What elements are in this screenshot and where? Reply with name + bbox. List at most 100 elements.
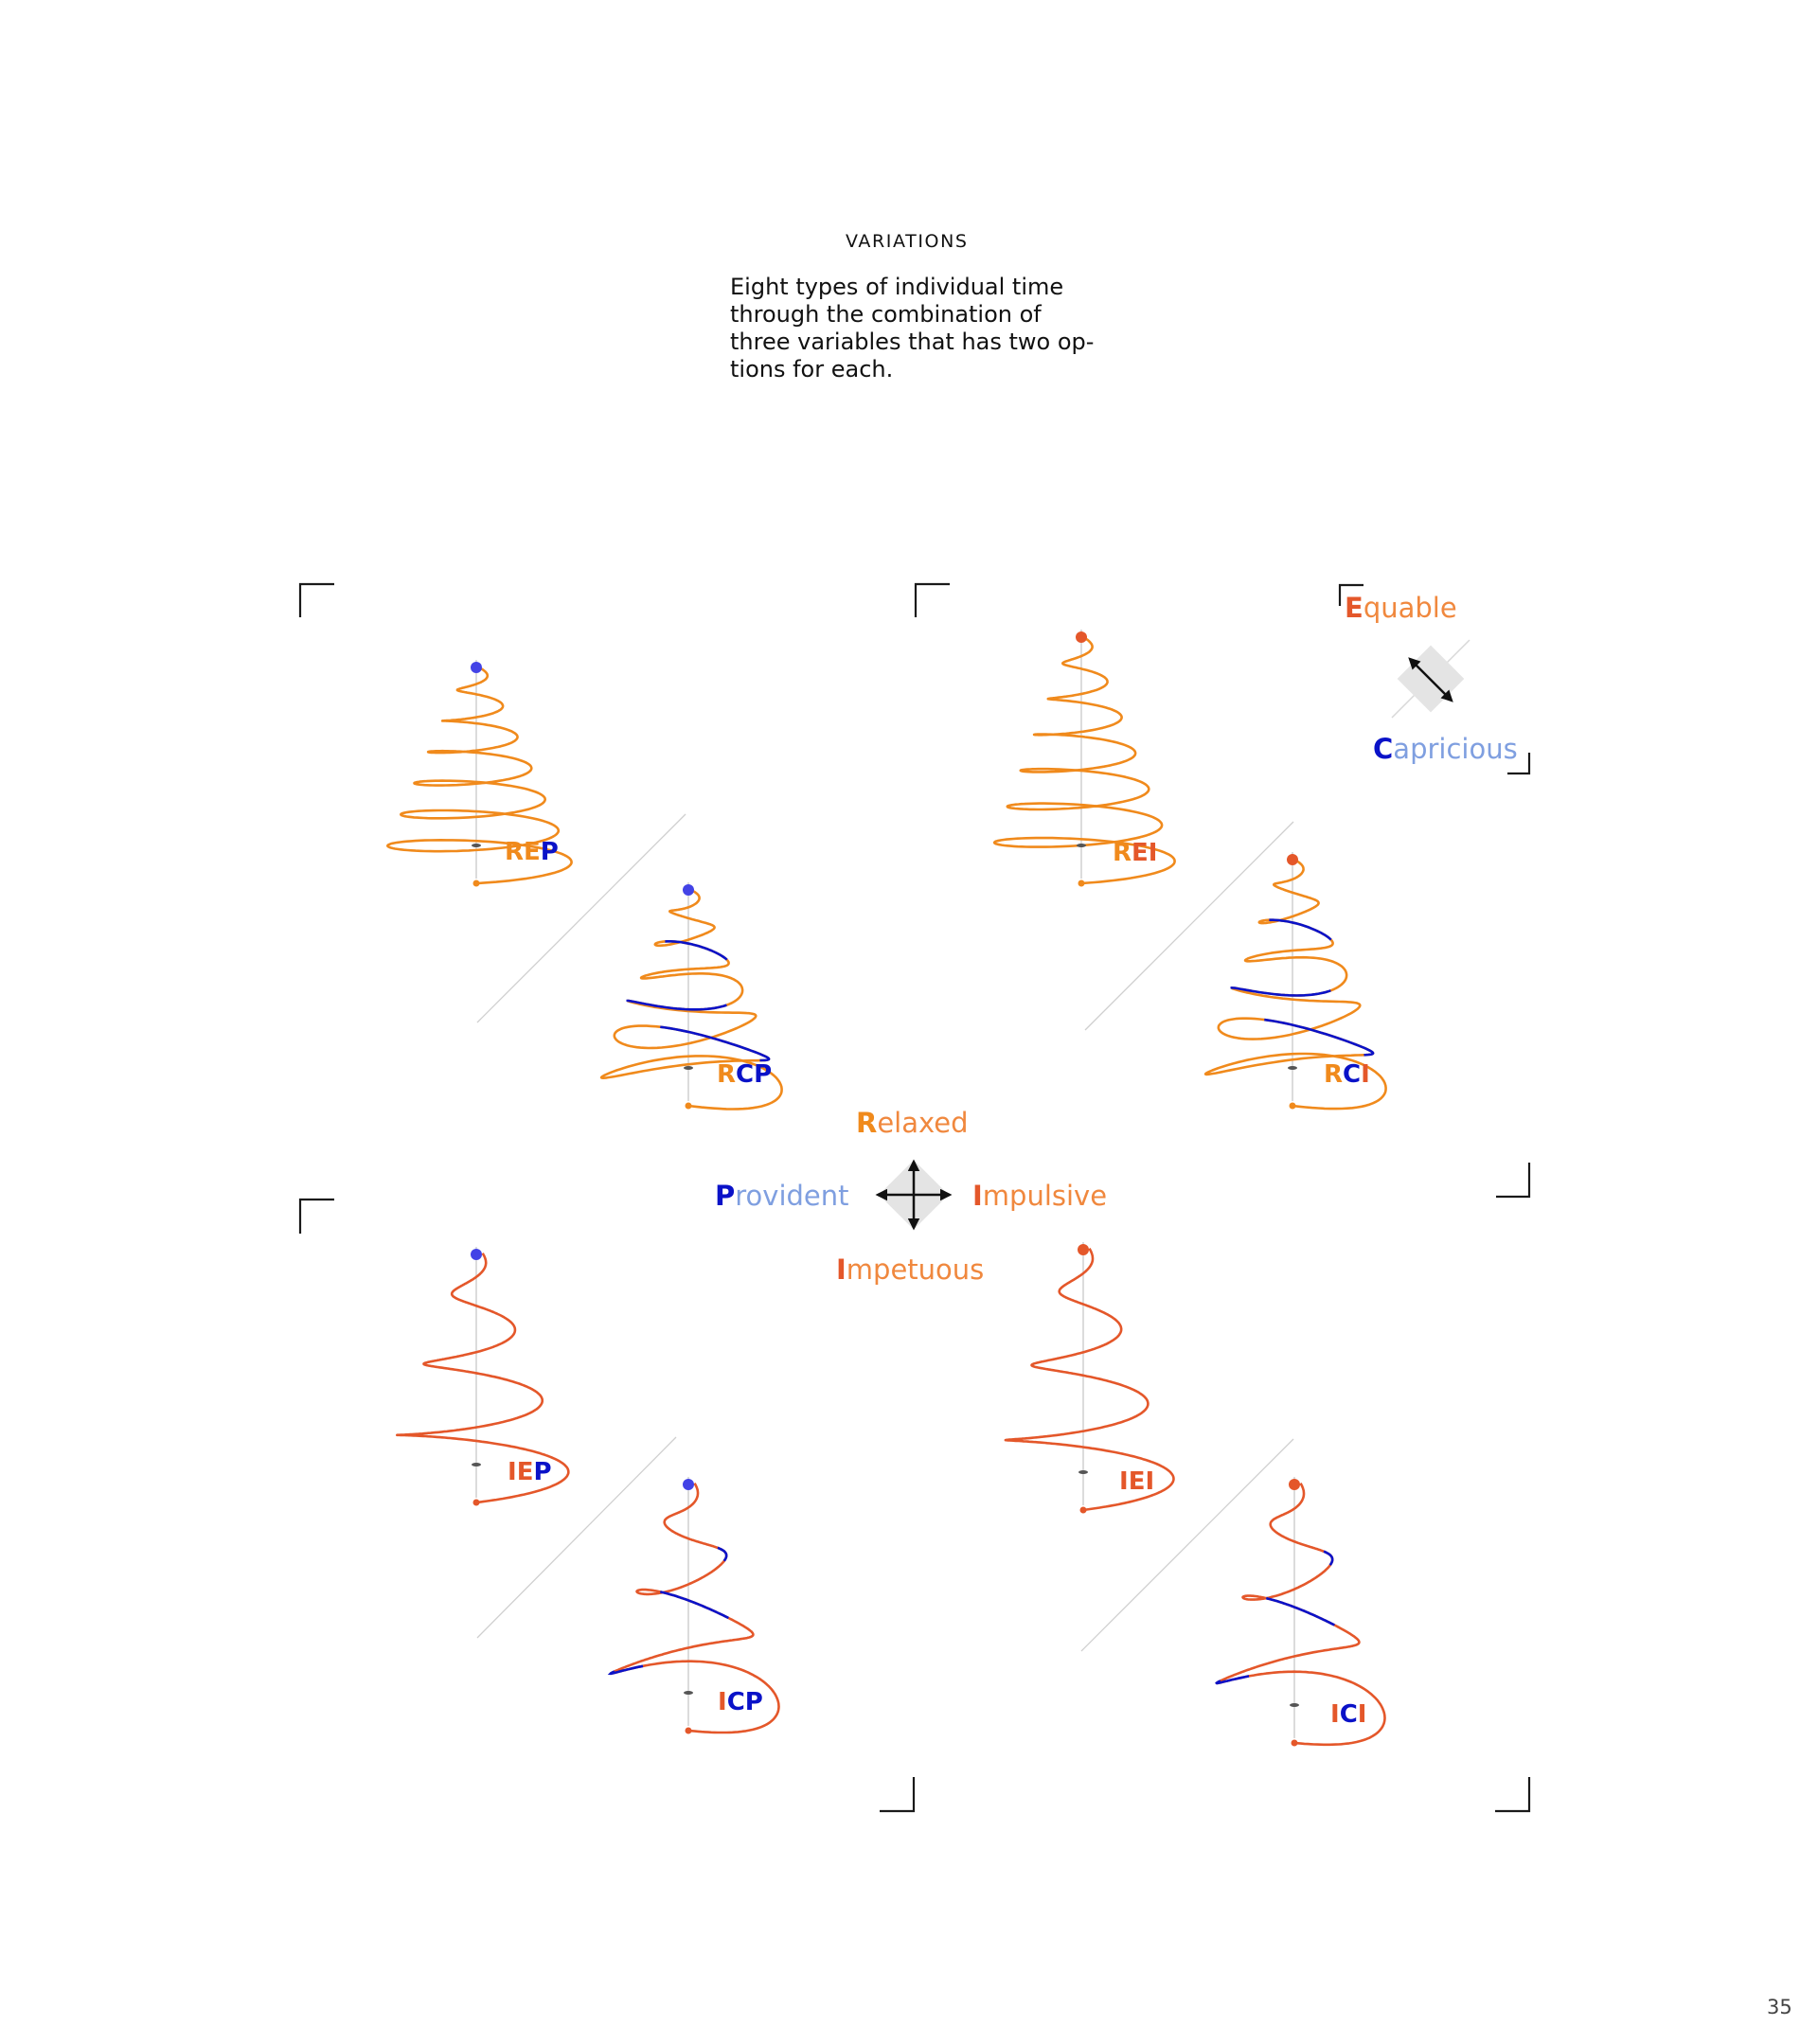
capricious-segment-rci-1 xyxy=(1264,1018,1375,1057)
label-rei-letter-3: I xyxy=(1149,839,1158,867)
spiral-line-rei xyxy=(992,634,1176,885)
label-rci-letter-2: C xyxy=(1343,1060,1361,1089)
connector-rei-rci xyxy=(1084,821,1294,1031)
bracket-bottom-right-5 xyxy=(1495,1777,1531,1813)
spiral-line-rcp xyxy=(599,886,783,1111)
label-iei: IEI xyxy=(1119,1467,1154,1496)
corner-brackets xyxy=(298,582,1531,1813)
spiral-center-iei xyxy=(1078,1470,1088,1474)
label-icp-letter-3: P xyxy=(745,1688,763,1716)
spiral-tip-dot-ici xyxy=(1289,1479,1300,1490)
spiral-center-icp xyxy=(684,1691,693,1695)
label-icp-letter-1: I xyxy=(718,1688,727,1716)
spiral-rcp xyxy=(599,882,783,1111)
label-rei-letter-2: E xyxy=(1132,839,1149,867)
label-ici-letter-1: I xyxy=(1330,1700,1340,1729)
legend-impetuous: Impetuous xyxy=(836,1253,984,1286)
spiral-center-rcp xyxy=(684,1066,693,1070)
spiral-line-icp xyxy=(609,1482,780,1734)
spiral-glyphs xyxy=(386,630,1387,1747)
legend-provident-initial: P xyxy=(715,1180,735,1212)
capricious-segment-rcp-3 xyxy=(665,940,728,961)
label-ici: ICI xyxy=(1330,1700,1366,1729)
bracket-top-left-4 xyxy=(298,1198,334,1234)
legend-equable-initial: E xyxy=(1345,592,1364,624)
capricious-segment-ici-3 xyxy=(1323,1550,1334,1566)
label-iei-letter-3: I xyxy=(1145,1467,1154,1496)
spiral-rei xyxy=(992,630,1176,887)
capricious-segment-ici-2 xyxy=(1265,1596,1335,1626)
capricious-segment-icp-1 xyxy=(607,1664,644,1676)
spiral-start-dot-rep xyxy=(472,880,480,887)
label-rep-letter-2: E xyxy=(524,838,541,866)
label-rcp-letter-2: C xyxy=(736,1060,754,1089)
spiral-tip-dot-rep xyxy=(471,662,482,673)
label-iei-letter-1: I xyxy=(1119,1467,1129,1496)
spiral-tip-dot-rci xyxy=(1287,854,1298,865)
spiral-center-rei xyxy=(1077,844,1086,847)
tempo-provision-legend: Relaxed Impetuous Provident Impulsive xyxy=(715,1107,1107,1286)
spiral-start-dot-rcp xyxy=(685,1102,692,1110)
label-iep-letter-2: E xyxy=(517,1458,534,1486)
bracket-top-left-2 xyxy=(914,582,950,617)
label-iei-letter-2: E xyxy=(1129,1467,1146,1496)
spiral-icp xyxy=(607,1477,780,1734)
spiral-iei xyxy=(1004,1242,1175,1514)
label-rcp: RCP xyxy=(717,1060,772,1089)
label-rci-letter-3: I xyxy=(1361,1060,1370,1089)
capricious-segment-rci-2 xyxy=(1230,986,1331,997)
label-rci: RCI xyxy=(1324,1060,1370,1089)
spiral-center-rep xyxy=(472,844,481,847)
legend-equable-rest: quable xyxy=(1364,592,1457,624)
legend-relaxed: Relaxed xyxy=(856,1107,969,1139)
connector-iei-ici xyxy=(1080,1438,1294,1652)
label-rep-letter-1: R xyxy=(505,838,524,866)
capricious-segment-rcp-1 xyxy=(660,1025,771,1062)
spiral-tip-dot-iep xyxy=(471,1249,482,1260)
capricious-segment-rci-3 xyxy=(1269,918,1332,941)
spiral-line-rci xyxy=(1203,857,1387,1111)
legend-provident: Provident xyxy=(715,1180,849,1212)
spiral-center-rci xyxy=(1288,1066,1297,1070)
capricious-segment-ici-1 xyxy=(1215,1675,1250,1685)
spiral-start-dot-icp xyxy=(685,1727,692,1734)
label-rci-letter-1: R xyxy=(1324,1060,1343,1089)
connector-iep-icp xyxy=(476,1436,677,1639)
label-iep: IEP xyxy=(508,1458,552,1486)
spiral-start-dot-ici xyxy=(1291,1739,1298,1747)
legend-capricious-rest: apricious xyxy=(1393,733,1517,765)
spiral-tip-dot-rei xyxy=(1076,631,1087,643)
connector-rep-rcp xyxy=(476,813,686,1023)
bracket-top-left-3 xyxy=(1338,583,1364,606)
spiral-line-rep xyxy=(386,664,573,885)
label-rep: REP xyxy=(505,838,559,866)
spiral-start-dot-iei xyxy=(1079,1506,1087,1514)
spiral-center-iep xyxy=(472,1463,481,1466)
legend-impetuous-initial: I xyxy=(836,1253,847,1286)
page-number: 35 xyxy=(1767,1996,1792,2018)
label-icp-letter-2: C xyxy=(727,1688,745,1716)
spiral-start-dot-rci xyxy=(1289,1102,1296,1110)
legend-relaxed-initial: R xyxy=(856,1107,877,1139)
spiral-line-iep xyxy=(396,1252,570,1504)
label-rei: REI xyxy=(1113,839,1157,867)
label-iep-letter-3: P xyxy=(533,1458,551,1486)
label-rep-letter-3: P xyxy=(541,838,559,866)
spiral-rep xyxy=(386,660,573,887)
bracket-bottom-right-2 xyxy=(1496,1163,1531,1199)
pair-connectors xyxy=(476,813,1294,1652)
legend-provident-rest: rovident xyxy=(735,1180,848,1212)
capricious-segment-icp-3 xyxy=(717,1546,728,1562)
capricious-segment-icp-2 xyxy=(660,1591,729,1620)
capricious-segment-rcp-2 xyxy=(626,999,727,1011)
bracket-bottom-right-3 xyxy=(1507,753,1531,775)
legend-impulsive: Impulsive xyxy=(972,1180,1107,1212)
label-rcp-letter-3: P xyxy=(754,1060,772,1089)
spiral-line-iei xyxy=(1004,1247,1175,1512)
spiral-start-dot-rei xyxy=(1078,880,1085,887)
spiral-line-ici xyxy=(1215,1482,1386,1747)
label-ici-letter-2: C xyxy=(1340,1700,1358,1729)
diagonal-arrow-icon xyxy=(1408,657,1453,702)
bracket-top-left-1 xyxy=(298,582,334,617)
